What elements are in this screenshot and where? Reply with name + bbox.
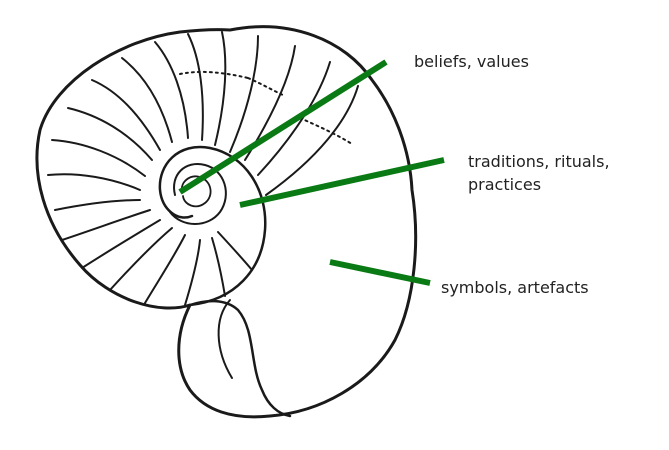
shell-aperture-inner xyxy=(219,300,232,378)
shell-dotted-mark xyxy=(248,78,285,96)
pointer-line-beliefs xyxy=(180,62,386,192)
shell-septum xyxy=(48,174,140,190)
label-symbols-text: symbols, artefacts xyxy=(441,276,589,299)
label-symbols-artefacts: symbols, artefacts xyxy=(441,276,589,299)
shell-septum xyxy=(185,240,200,305)
shell-septum xyxy=(82,220,160,268)
shell-septum xyxy=(155,42,188,138)
shell-septum xyxy=(52,140,145,176)
shell-outer-outline xyxy=(37,27,416,417)
shell-inner-coil xyxy=(170,164,226,224)
shell-septum xyxy=(55,200,140,210)
shell-septum xyxy=(212,238,225,296)
label-beliefs-text: beliefs, values xyxy=(414,50,529,73)
label-beliefs-values: beliefs, values xyxy=(414,50,529,73)
shell-aperture-lip xyxy=(190,301,290,416)
shell-septum xyxy=(230,36,258,152)
shell-septum xyxy=(68,108,152,160)
shell-septum xyxy=(110,228,172,290)
shell-septum xyxy=(145,235,185,303)
shell-septum xyxy=(218,232,252,270)
label-traditions-rituals-practices: traditions, rituals, practices xyxy=(468,150,610,196)
shell-dotted-mark xyxy=(180,72,248,78)
shell-septum xyxy=(62,210,150,240)
label-traditions-line2: practices xyxy=(468,173,610,196)
shell-septum xyxy=(215,32,225,145)
label-traditions-line1: traditions, rituals, xyxy=(468,150,610,173)
shell-septum xyxy=(188,34,203,140)
